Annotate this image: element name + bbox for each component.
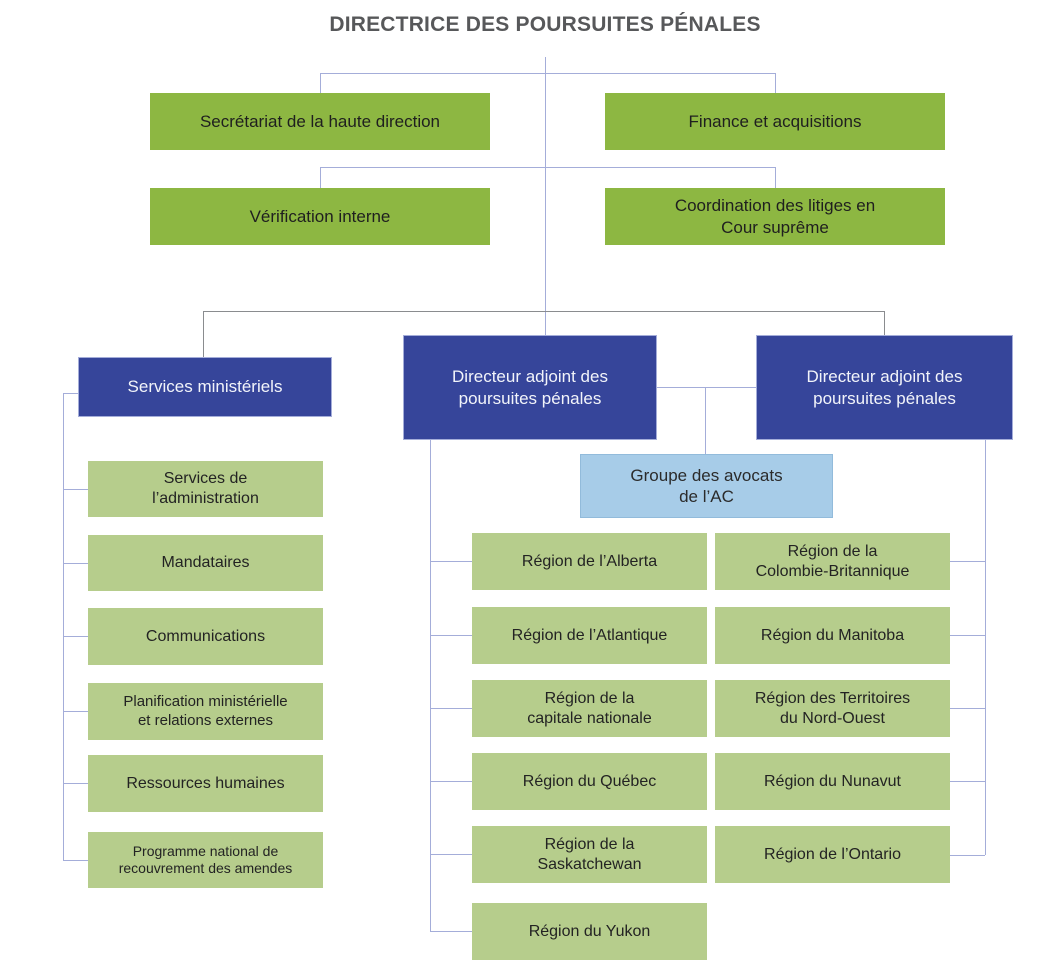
- connector-line: [63, 393, 78, 394]
- connector-line: [63, 563, 88, 564]
- node-region-colombie-britannique: Région de la Colombie-Britannique: [715, 533, 950, 590]
- connector-line: [705, 387, 706, 454]
- connector-line: [657, 387, 756, 388]
- node-region-territoires-nord-ouest: Région des Territoires du Nord-Ouest: [715, 680, 950, 737]
- connector-line: [985, 440, 986, 855]
- connector-line: [950, 708, 985, 709]
- node-region-saskatchewan: Région de la Saskatchewan: [472, 826, 707, 883]
- connector-line: [430, 854, 472, 855]
- connector-line: [430, 561, 472, 562]
- connector-line: [950, 781, 985, 782]
- connector-line: [203, 311, 204, 357]
- node-region-manitoba: Région du Manitoba: [715, 607, 950, 664]
- connector-line: [320, 167, 775, 168]
- connector-line: [63, 489, 88, 490]
- node-region-ontario: Région de l’Ontario: [715, 826, 950, 883]
- node-directeur-adjoint-2: Directeur adjoint des poursuites pénales: [756, 335, 1013, 440]
- page-title: DIRECTRICE DES POURSUITES PÉNALES: [329, 13, 761, 36]
- connector-line: [950, 855, 985, 856]
- connector-line: [430, 635, 472, 636]
- node-verification-interne: Vérification interne: [150, 188, 490, 245]
- connector-line: [320, 73, 321, 93]
- connector-line: [545, 57, 546, 335]
- connector-line: [775, 167, 776, 188]
- connector-line: [430, 781, 472, 782]
- connector-line: [775, 73, 776, 93]
- node-region-capitale-nationale: Région de la capitale nationale: [472, 680, 707, 737]
- connector-line: [950, 561, 985, 562]
- connector-line: [320, 73, 775, 74]
- node-directeur-adjoint-1: Directeur adjoint des poursuites pénales: [403, 335, 657, 440]
- connector-line: [63, 860, 88, 861]
- connector-line: [950, 635, 985, 636]
- node-region-yukon: Région du Yukon: [472, 903, 707, 960]
- node-coordination-litiges-cour-supreme: Coordination des litiges en Cour suprême: [605, 188, 945, 245]
- node-region-alberta: Région de l’Alberta: [472, 533, 707, 590]
- node-services-ministeriels: Services ministériels: [78, 357, 332, 417]
- node-planification-ministerielle: Planification ministérielle et relations…: [88, 683, 323, 740]
- connector-line: [63, 783, 88, 784]
- connector-line: [203, 311, 884, 312]
- connector-line: [320, 167, 321, 188]
- node-secretariat-haute-direction: Secrétariat de la haute direction: [150, 93, 490, 150]
- node-mandataires: Mandataires: [88, 535, 323, 591]
- node-programme-recouvrement-amendes: Programme national de recouvrement des a…: [88, 832, 323, 888]
- connector-line: [884, 311, 885, 335]
- node-groupe-avocats-ac: Groupe des avocats de l’AC: [580, 454, 833, 518]
- node-region-nunavut: Région du Nunavut: [715, 753, 950, 810]
- node-region-atlantique: Région de l’Atlantique: [472, 607, 707, 664]
- node-finance-acquisitions: Finance et acquisitions: [605, 93, 945, 150]
- connector-line: [63, 636, 88, 637]
- connector-line: [430, 440, 431, 931]
- connector-line: [430, 708, 472, 709]
- node-services-administration: Services de l’administration: [88, 461, 323, 517]
- connector-line: [430, 931, 472, 932]
- connector-line: [63, 393, 64, 860]
- node-communications: Communications: [88, 608, 323, 665]
- node-ressources-humaines: Ressources humaines: [88, 755, 323, 812]
- connector-line: [63, 711, 88, 712]
- node-region-quebec: Région du Québec: [472, 753, 707, 810]
